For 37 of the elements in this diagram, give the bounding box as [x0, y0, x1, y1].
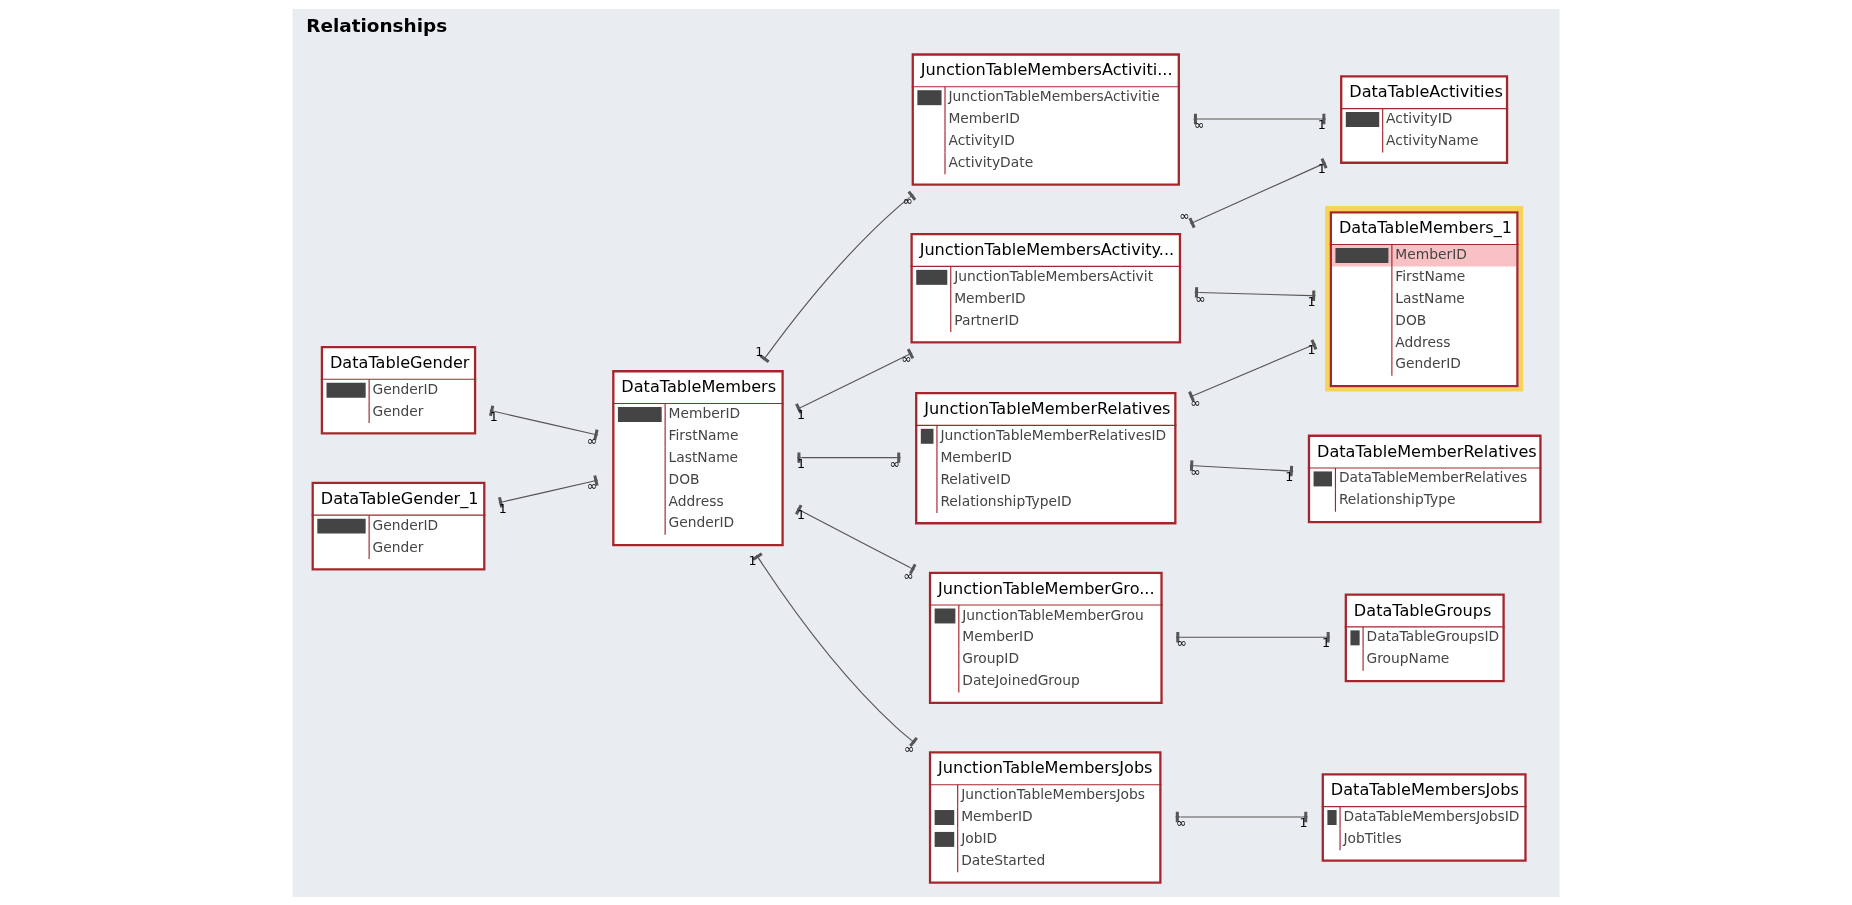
label: ∞: [1190, 463, 1201, 479]
label: 1: [1321, 634, 1330, 650]
label: ∞: [902, 192, 913, 208]
diagram-title: Relationships: [306, 14, 448, 36]
label: 1: [1307, 293, 1316, 309]
connector: [1188, 157, 1328, 228]
label: 1: [1285, 468, 1294, 484]
connector: [795, 347, 915, 414]
label: 1: [1307, 341, 1316, 357]
label: 1: [755, 343, 764, 359]
label: ∞: [586, 432, 598, 448]
connector: [1175, 631, 1331, 642]
label: ∞: [903, 567, 914, 583]
label: ∞: [1194, 116, 1205, 132]
label: ∞: [903, 740, 915, 756]
label: 1: [797, 455, 806, 471]
node-box: DataTableMembers_1 MemberID FirstName LastName DOB Address GenderID: [1325, 205, 1524, 391]
label: 1: [1317, 116, 1326, 132]
label: ∞: [901, 350, 912, 366]
connector: [498, 474, 599, 508]
label: ∞: [1179, 207, 1190, 223]
label: 1: [498, 500, 507, 516]
label: 1: [1299, 814, 1308, 830]
label: ∞: [1190, 394, 1201, 410]
label: ∞: [889, 455, 901, 471]
connector: [489, 404, 599, 440]
connector: [759, 190, 917, 363]
label: ∞: [1195, 290, 1206, 306]
label: 1: [489, 408, 498, 424]
label: 1: [748, 552, 757, 568]
label: 1: [1317, 160, 1326, 176]
label: 1: [797, 406, 806, 422]
connector: [752, 552, 918, 747]
label: 1: [797, 506, 806, 522]
label: ∞: [1176, 634, 1187, 650]
label: ∞: [586, 477, 598, 493]
label: ∞: [1175, 814, 1187, 830]
